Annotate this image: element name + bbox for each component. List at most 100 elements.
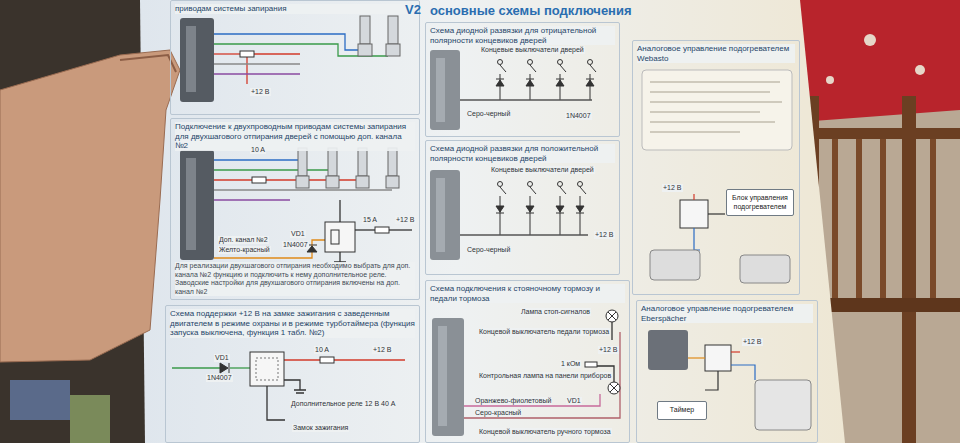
wire: [172, 360, 405, 420]
lamp-symbol: [610, 384, 618, 392]
wire: [693, 194, 694, 200]
wire: [389, 229, 412, 230]
wiring-label: Концевые выключатели дверей: [480, 46, 585, 54]
hand: [120, 55, 176, 72]
wire: [464, 394, 600, 406]
lock-actuator: [386, 176, 399, 188]
lock-actuator: [298, 148, 307, 176]
resistor-symbol: [585, 362, 597, 367]
wiring-label: Доп. канал №2: [218, 236, 269, 244]
wire: [214, 179, 252, 180]
wire: [705, 371, 718, 390]
fuse-symbol: [240, 51, 254, 57]
lock-actuator: [360, 16, 370, 44]
panel-heading: Таймер: [661, 406, 703, 414]
wire: [214, 160, 412, 265]
wire: [214, 53, 240, 54]
wiring-label: 1N4007: [282, 241, 309, 249]
diode-symbol: [576, 206, 584, 213]
lamp-symbol: [608, 312, 616, 320]
heater-connector: [740, 255, 790, 283]
panel-heading: приводам системы запирания: [175, 4, 415, 14]
relay-symbol: [680, 200, 708, 228]
wiring-label: Серо-черный: [466, 246, 511, 254]
wire: [254, 53, 300, 54]
alarm-unit: [436, 178, 445, 252]
lock-actuator: [358, 44, 372, 56]
wiring-label: Замок зажигания: [292, 424, 349, 432]
wiring-label: +12 В: [742, 338, 763, 346]
alarm-unit: [430, 170, 460, 260]
panel-heading: Схема подключения к стояночному тормозу …: [430, 284, 625, 303]
chair: [856, 139, 862, 299]
room-background: [864, 34, 876, 46]
alarm-unit: [430, 170, 460, 260]
wire: [214, 63, 300, 64]
wiring-label: Концевые выключатели дверей: [490, 166, 595, 174]
lock-actuator: [328, 148, 337, 176]
relay-symbol: [705, 345, 731, 371]
diagram-panel: Подключение к двухпроводным приводам сис…: [170, 118, 420, 300]
lock-actuator: [296, 148, 399, 188]
alarm-unit: [438, 326, 447, 426]
heater-connector: [650, 250, 700, 280]
lock-actuator: [296, 176, 309, 188]
wiring-label: 10 A: [314, 346, 330, 354]
wire: [214, 189, 392, 190]
panel-heading: Схема диодной развязки для положительной…: [430, 144, 615, 163]
diode-symbol: [220, 363, 229, 373]
diode-symbol: [496, 79, 594, 86]
wire: [708, 213, 725, 214]
wiring-label: +12 В: [594, 231, 615, 239]
alarm-unit: [180, 150, 214, 260]
wiring-label: +12 В: [395, 216, 416, 224]
diode-symbol: [496, 206, 584, 213]
diode-symbol: [556, 79, 564, 86]
wire: [464, 322, 620, 418]
alarm-unit: [430, 50, 460, 130]
wire: [339, 200, 340, 222]
wire: [611, 322, 612, 340]
door-switch: [498, 182, 503, 187]
wire: [694, 228, 700, 250]
wire: [214, 73, 300, 74]
wire: [460, 234, 588, 235]
wiring-label: VD1: [290, 230, 306, 238]
wiring-label: 1 кОм: [560, 360, 581, 368]
wire: [464, 332, 620, 418]
clutter: [70, 395, 110, 443]
room-background: [915, 65, 925, 75]
door-switch: [558, 60, 563, 65]
wire: [355, 229, 375, 230]
door-switch: [498, 60, 503, 65]
instruction-box: [650, 82, 782, 132]
diode-symbol: [496, 79, 504, 86]
diode-symbol: [220, 363, 229, 373]
wiring-label: Серо-черный: [466, 110, 511, 118]
fuse-symbol: [320, 357, 334, 363]
wire: [460, 235, 588, 236]
door-switch: [498, 182, 587, 236]
wire: [214, 199, 290, 200]
wire: [214, 44, 388, 56]
heater-connector: [650, 250, 790, 283]
alarm-unit: [648, 330, 688, 370]
wire: [334, 359, 405, 360]
wire: [266, 179, 362, 180]
chair: [806, 128, 960, 139]
wiring-label: 15 A: [362, 216, 378, 224]
wire: [284, 359, 320, 360]
alarm-unit: [432, 318, 464, 436]
alarm-unit: [180, 18, 214, 102]
diagram-panel: Аналоговое управление подогревателем Web…: [632, 40, 800, 295]
wiring-label: +12 В: [662, 184, 683, 192]
wiring-label: Концевой выключатель педали тормоза: [478, 328, 610, 336]
heater-device: [755, 380, 811, 430]
lock-actuator: [358, 148, 367, 176]
fuse-symbol: [252, 177, 266, 183]
door-switch: [528, 60, 533, 65]
wire: [731, 351, 740, 352]
panel-heading: Аналоговое управление подогревателем Web…: [637, 44, 795, 63]
panel-note: Для реализации двухшагового отпирания не…: [175, 262, 415, 296]
alarm-unit: [186, 26, 196, 92]
